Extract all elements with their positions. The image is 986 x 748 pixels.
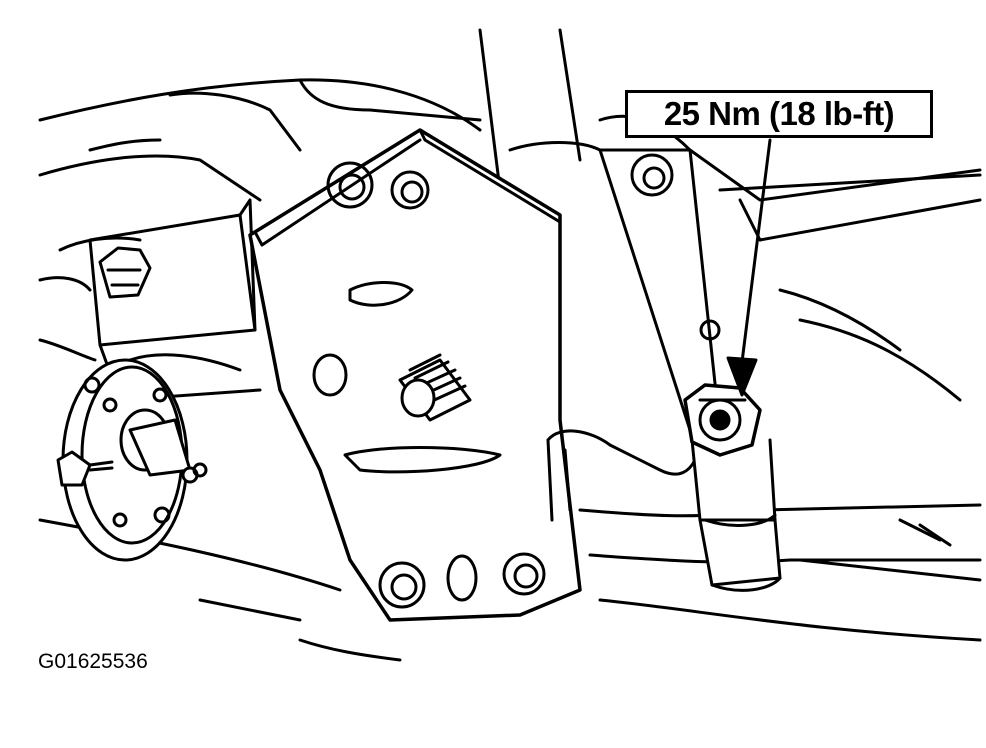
- bolt-icon: [98, 246, 152, 299]
- figure-id: G01625536: [38, 650, 148, 673]
- left-bracket: [88, 198, 262, 402]
- hub-flange: [56, 358, 208, 562]
- bolt-icon: [683, 383, 762, 457]
- threaded-stud: [398, 353, 472, 422]
- torque-callout: 25 Nm (18 lb-ft): [625, 90, 933, 138]
- strap: [598, 148, 762, 432]
- chassis-outline: [38, 28, 982, 662]
- hose-clamp: [690, 438, 782, 592]
- hose-clip: [546, 429, 697, 522]
- arrow-icon: [726, 138, 772, 397]
- hose-line: [578, 503, 982, 564]
